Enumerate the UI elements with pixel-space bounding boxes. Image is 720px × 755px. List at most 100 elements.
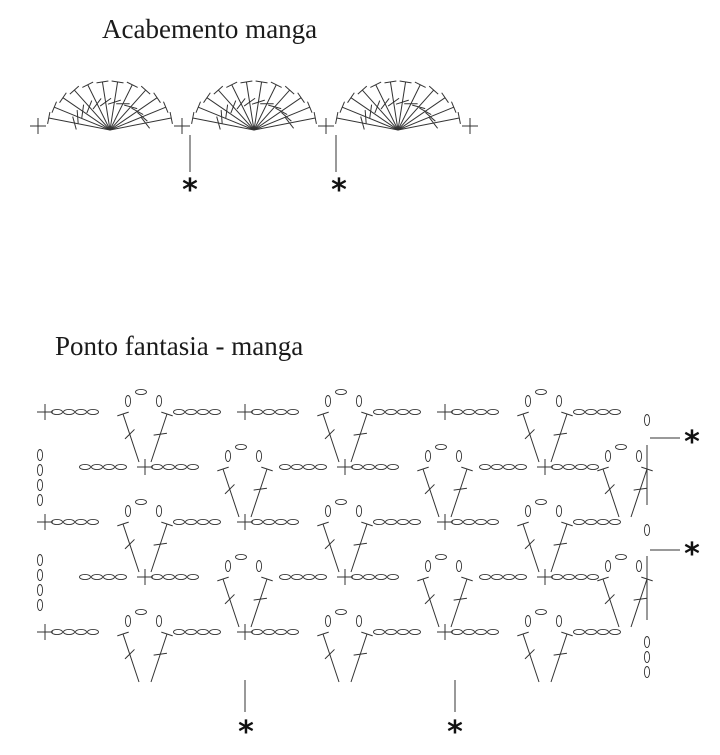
chain-stitch-symbol	[609, 628, 621, 636]
chain-stitch-symbol	[503, 573, 515, 581]
chain-stitch-symbol	[397, 518, 409, 526]
chain-stitch-symbol	[135, 498, 147, 506]
double-crochet-symbol	[253, 84, 277, 131]
double-crochet-symbol	[261, 466, 273, 472]
double-crochet-symbol	[163, 101, 169, 113]
chain-stitch-symbol	[291, 463, 303, 471]
chain-stitch-symbol	[63, 518, 75, 526]
double-crochet-symbol	[192, 117, 255, 131]
double-crochet-symbol	[604, 594, 615, 605]
double-crochet-symbol	[389, 81, 399, 131]
chain-stitch-symbol	[51, 408, 63, 416]
chain-stitch-symbol	[197, 518, 209, 526]
double-crochet-symbol	[347, 92, 355, 103]
chain-stitch-symbol	[424, 450, 432, 462]
chain-stitch-symbol	[491, 463, 503, 471]
double-crochet-symbol	[602, 468, 620, 518]
double-crochet-symbol	[457, 111, 461, 124]
chain-stitch-symbol	[535, 498, 547, 506]
double-crochet-symbol	[350, 633, 368, 683]
double-crochet-symbol	[429, 117, 439, 129]
double-crochet-symbol	[82, 81, 94, 88]
double-crochet-symbol	[224, 484, 235, 495]
double-crochet-symbol	[150, 523, 168, 573]
chain-stitch-symbol	[643, 414, 651, 426]
chain-stitch-symbol	[224, 450, 232, 462]
chain-stitch-symbol	[375, 463, 387, 471]
double-crochet-symbol	[216, 116, 221, 130]
double-crochet-symbol	[251, 99, 265, 105]
double-crochet-symbol	[255, 80, 268, 84]
chain-stitch-symbol	[303, 463, 315, 471]
chain-stitch-symbol	[287, 628, 299, 636]
asterisk-marker: *	[684, 425, 700, 460]
chain-stitch-symbol	[187, 463, 199, 471]
chain-stitch-symbol	[397, 628, 409, 636]
chain-stitch-symbol	[315, 573, 327, 581]
chain-stitch-symbol	[604, 560, 612, 572]
chain-stitch-symbol	[315, 463, 327, 471]
double-crochet-symbol	[461, 576, 473, 582]
chain-stitch-symbol	[455, 450, 463, 462]
chain-stitch-symbol	[151, 463, 163, 471]
double-crochet-symbol	[517, 411, 529, 417]
double-crochet-symbol	[424, 594, 435, 605]
chain-stitch-symbol	[185, 518, 197, 526]
double-crochet-symbol	[522, 413, 540, 463]
chain-stitch-symbol	[355, 505, 363, 517]
chain-stitch-symbol	[409, 518, 421, 526]
chain-stitch-symbol	[51, 518, 63, 526]
chain-stitch-symbol	[75, 628, 87, 636]
double-crochet-symbol	[339, 101, 345, 113]
double-crochet-symbol	[307, 101, 313, 113]
double-crochet-symbol	[336, 117, 399, 131]
chain-stitch-symbol	[36, 494, 44, 506]
double-crochet-symbol	[630, 468, 648, 518]
double-crochet-symbol	[54, 106, 111, 131]
double-crochet-symbol	[191, 111, 195, 124]
chain-stitch-symbol	[363, 463, 375, 471]
double-crochet-symbol	[630, 578, 648, 628]
double-crochet-symbol	[395, 99, 409, 105]
chain-stitch-symbol	[351, 573, 363, 581]
double-crochet-symbol	[353, 652, 367, 656]
chain-stitch-symbol	[124, 395, 132, 407]
chain-stitch-symbol	[324, 505, 332, 517]
chain-stitch-symbol	[479, 463, 491, 471]
double-crochet-symbol	[150, 633, 168, 683]
chain-stitch-symbol	[487, 408, 499, 416]
double-crochet-symbol	[424, 111, 436, 122]
double-crochet-symbol	[357, 85, 368, 95]
double-crochet-symbol	[136, 111, 148, 122]
chain-stitch-symbol	[409, 628, 421, 636]
double-crochet-symbol	[397, 84, 421, 131]
chain-stitch-symbol	[409, 408, 421, 416]
chain-stitch-symbol	[387, 463, 399, 471]
chain-stitch-symbol	[615, 443, 627, 451]
double-crochet-symbol	[441, 92, 449, 103]
chain-stitch-symbol	[585, 408, 597, 416]
chain-stitch-symbol	[75, 518, 87, 526]
double-crochet-symbol	[597, 576, 609, 582]
double-crochet-symbol	[417, 466, 429, 472]
chain-stitch-symbol	[535, 608, 547, 616]
double-crochet-symbol	[206, 97, 255, 131]
chain-stitch-symbol	[635, 560, 643, 572]
double-crochet-symbol	[96, 80, 109, 84]
chain-stitch-symbol	[573, 408, 585, 416]
double-crochet-symbol	[62, 97, 111, 131]
chain-stitch-symbol	[597, 628, 609, 636]
double-crochet-symbol	[524, 539, 535, 550]
double-crochet-symbol	[324, 649, 335, 660]
chain-stitch-symbol	[279, 573, 291, 581]
double-crochet-symbol	[375, 84, 399, 131]
double-crochet-symbol	[124, 539, 135, 550]
chain-stitch-symbol	[575, 463, 587, 471]
chain-stitch-symbol	[209, 408, 221, 416]
double-crochet-symbol	[250, 578, 268, 628]
chain-stitch-symbol	[475, 628, 487, 636]
chain-stitch-symbol	[163, 463, 175, 471]
chain-stitch-symbol	[524, 505, 532, 517]
double-crochet-symbol	[226, 81, 238, 88]
